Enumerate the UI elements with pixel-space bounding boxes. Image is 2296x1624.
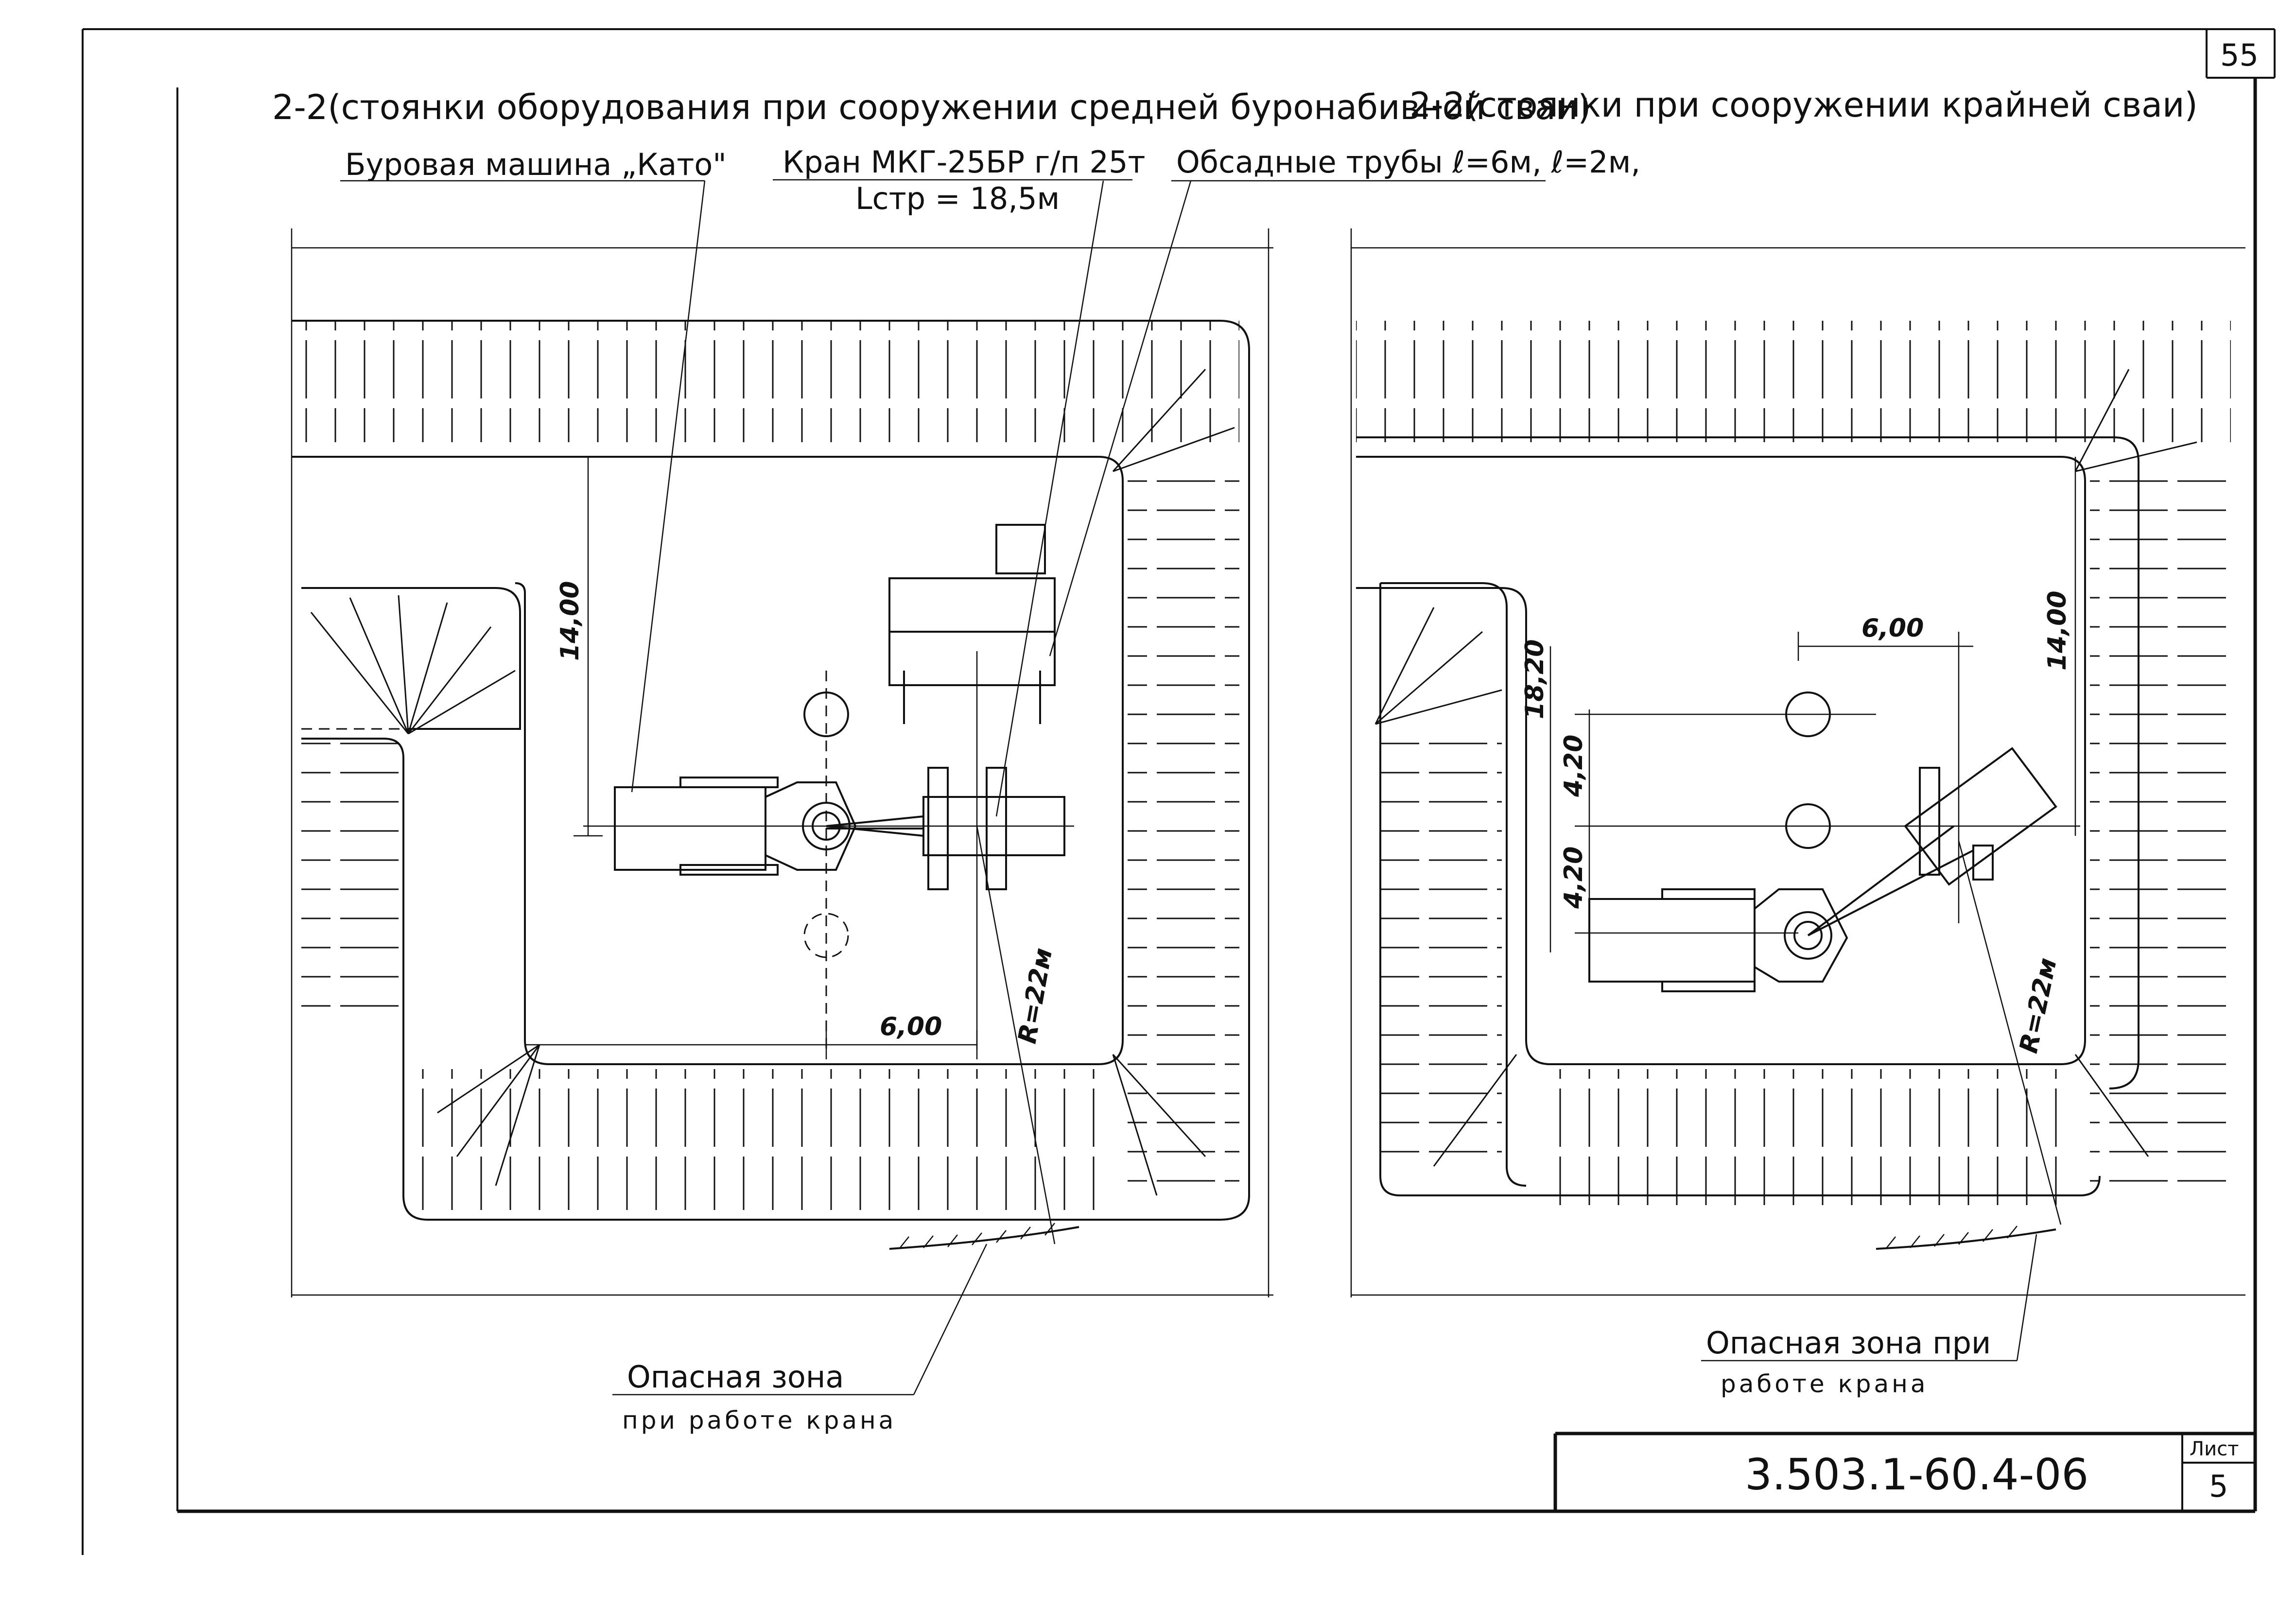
left-danger-zone-label: Опасная зона — [627, 1359, 844, 1395]
right-plan: 2-2(стоянки при сооружении крайней сваи)… — [1350, 85, 2245, 1398]
sheet-frame — [82, 28, 2276, 1555]
right-dim-4-20-top: 4,20 — [1559, 735, 1588, 797]
right-dim-18-20: 18,20 — [1520, 639, 1549, 719]
pile-circle — [1785, 803, 1831, 849]
left-title: 2-2(стоянки оборудования при сооружении … — [272, 87, 1591, 127]
left-plan: 2-2(стоянки оборудования при сооружении … — [272, 87, 1640, 1434]
sheet-label: Лист — [2190, 1438, 2239, 1460]
crane-boom-label: Lстр = 18,5м — [855, 181, 1060, 216]
right-danger-zone-label: Опасная зона при — [1706, 1325, 1991, 1361]
right-dim-6: 6,00 — [1861, 614, 1924, 643]
document-code: 3.503.1-60.4-06 — [1745, 1450, 2088, 1500]
right-dim-4-20-bottom: 4,20 — [1559, 847, 1588, 909]
left-radius-label: R=22м — [1013, 946, 1059, 1046]
drilling-machine-icon — [1588, 888, 1848, 992]
pile-circle — [1785, 691, 1831, 737]
crane-icon — [826, 767, 1065, 890]
title-block: 3.503.1-60.4-06 Лист 5 — [1553, 1432, 2255, 1511]
right-dim-14: 14,00 — [2043, 591, 2072, 671]
crane-label: Кран МКГ-25БР г/п 25т — [783, 144, 1146, 180]
left-dim-6: 6,00 — [880, 1012, 942, 1041]
right-radius-label: R=22м — [2014, 955, 2063, 1056]
crane-icon — [1807, 747, 2057, 936]
left-dim-14: 14,00 — [556, 581, 585, 661]
pile-circle-planned — [803, 913, 849, 958]
right-title: 2-2(стоянки при сооружении крайней сваи) — [1409, 85, 2198, 125]
left-danger-zone-sublabel: при работе крана — [622, 1406, 896, 1434]
casing-pipes-icon — [888, 524, 1056, 724]
page-number: 55 — [2220, 37, 2259, 73]
sheet-number: 5 — [2209, 1469, 2228, 1504]
right-danger-zone-sublabel: работе крана — [1721, 1370, 1929, 1398]
casing-label: Обсадные трубы ℓ=6м, ℓ=2м, — [1176, 144, 1640, 180]
drilling-machine-label: Буровая машина „Като" — [345, 147, 727, 182]
